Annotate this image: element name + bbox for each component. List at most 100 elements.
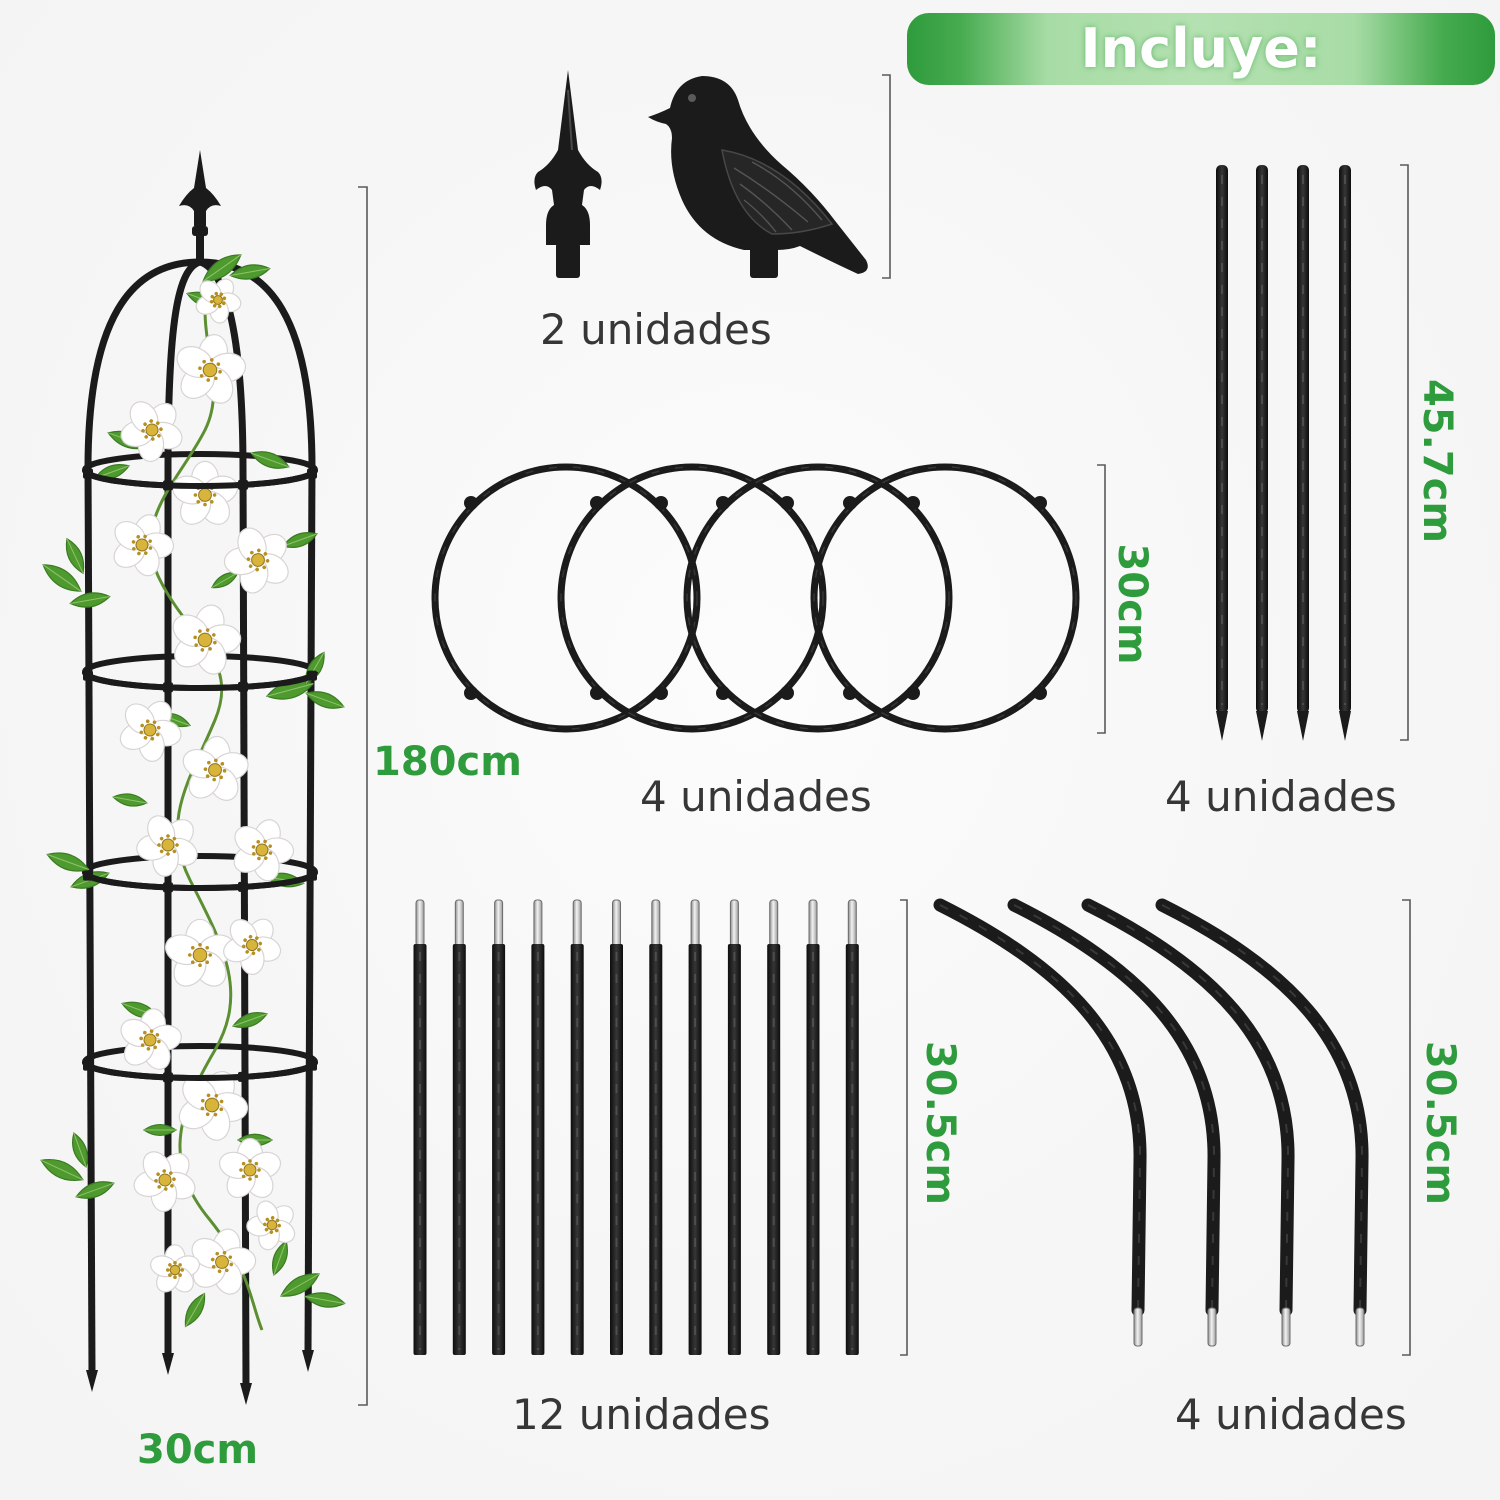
flower-stamen — [202, 359, 206, 364]
stake-set — [1216, 165, 1351, 741]
stakes-bracket — [1400, 164, 1409, 741]
straight-pole — [727, 899, 741, 1355]
pole-rod — [806, 944, 820, 1355]
support-ring — [557, 463, 827, 733]
flower-center — [145, 423, 159, 437]
leaf-vein — [202, 254, 242, 282]
trellis-pole — [84, 464, 96, 1373]
flower-center — [197, 632, 213, 648]
flower-stamen — [219, 1107, 224, 1112]
trellis-pole-tip — [162, 1353, 174, 1375]
flower-stamen — [170, 1183, 174, 1188]
spike-finial-post — [556, 243, 580, 278]
flower-stamen — [143, 422, 147, 427]
flower-stamen — [139, 1036, 143, 1041]
flower-center — [192, 947, 208, 963]
flower-stamen — [173, 1261, 177, 1265]
flower-stamen — [156, 1172, 160, 1177]
spike-finial — [534, 70, 602, 278]
flower-stamen — [132, 547, 136, 551]
flower-stamen — [139, 730, 144, 735]
ring-clamp — [83, 468, 93, 479]
stakes-count-label: 4 unidades — [1165, 772, 1397, 821]
leaf — [40, 1159, 84, 1181]
ring-connector — [590, 686, 604, 700]
flower — [218, 1137, 282, 1199]
flower-stamen — [143, 735, 148, 740]
flower-stamen — [162, 1169, 167, 1173]
curved-pole-rod — [1155, 898, 1369, 1317]
flower-stamen — [213, 1112, 218, 1117]
bird-finial — [648, 76, 868, 278]
leaf-vein — [113, 796, 147, 804]
flower-stamen — [219, 292, 224, 297]
flower-stamen — [255, 567, 259, 572]
curved-poles-count-label: 4 unidades — [1175, 1390, 1407, 1439]
flower-stamen — [216, 362, 221, 366]
flower-stamen — [200, 1106, 205, 1111]
ring-connector — [906, 496, 920, 510]
flower-stamen — [196, 499, 201, 504]
flower-stamen — [254, 1161, 259, 1166]
ring-connector — [464, 686, 478, 700]
curved-pole-texture — [1013, 904, 1216, 1311]
curved-pole-texture — [939, 904, 1142, 1311]
trellis-height-bracket — [358, 186, 368, 1406]
ring-connector — [906, 686, 920, 700]
flower-stamen — [222, 1250, 227, 1255]
flower — [133, 1151, 196, 1213]
ground-stake — [1256, 165, 1268, 741]
flower-stamen — [154, 1178, 158, 1183]
ring-connector — [843, 496, 857, 510]
leaf — [305, 691, 345, 709]
straight-pole — [570, 899, 584, 1355]
leaf — [304, 1292, 346, 1308]
leaf-vein — [251, 452, 289, 468]
flower-stamen — [222, 769, 227, 773]
straight-pole — [492, 899, 506, 1355]
ring-clamp — [83, 1060, 93, 1071]
curved-pole-rod — [1007, 898, 1221, 1317]
leaf — [280, 1273, 320, 1297]
spike-finial-head — [534, 70, 602, 245]
leaf — [112, 793, 148, 807]
flower-stamen — [159, 849, 164, 854]
flower-stamen — [257, 548, 261, 553]
pole-metal-tip — [690, 899, 700, 947]
pole-rod — [531, 944, 545, 1355]
pole-metal-tip — [769, 899, 779, 947]
flower-stamen — [265, 559, 270, 563]
flower-stamen — [148, 546, 153, 550]
flower-center — [158, 1173, 172, 1187]
stake-rod — [1297, 165, 1309, 713]
flower-stamen — [263, 552, 268, 556]
flower-stamen — [166, 852, 170, 856]
leaf — [232, 1012, 268, 1028]
curved-pole-texture — [1161, 904, 1364, 1311]
flower-stamen — [190, 960, 195, 965]
includes-title: Incluye: — [1080, 17, 1322, 80]
leaf-vein — [76, 1182, 114, 1198]
flower-stamen — [210, 294, 215, 299]
leaf-vein — [185, 1293, 205, 1327]
flower-stamen — [248, 1177, 252, 1181]
pole-metal-tip — [1281, 1307, 1291, 1347]
flower-stamen — [150, 437, 155, 441]
trellis-pole-tip — [86, 1370, 98, 1392]
flower-stamen — [153, 1045, 157, 1050]
flower-stamen — [254, 1174, 259, 1179]
flower-stamen — [157, 843, 161, 847]
pole-metal-tip — [847, 899, 857, 947]
flower-stamen — [248, 564, 253, 568]
ground-stake — [1339, 165, 1351, 741]
ring-set — [431, 463, 1080, 733]
flower-stamen — [198, 943, 202, 947]
flower-stamen — [173, 1275, 177, 1279]
flower-stamen — [257, 1168, 261, 1172]
flower-stamen — [222, 296, 227, 301]
flower-stamen — [194, 643, 198, 647]
leaf — [72, 1132, 88, 1168]
flower-stamen — [190, 945, 195, 950]
flower-stamen — [209, 499, 214, 504]
bird-feather-lines — [733, 161, 823, 233]
